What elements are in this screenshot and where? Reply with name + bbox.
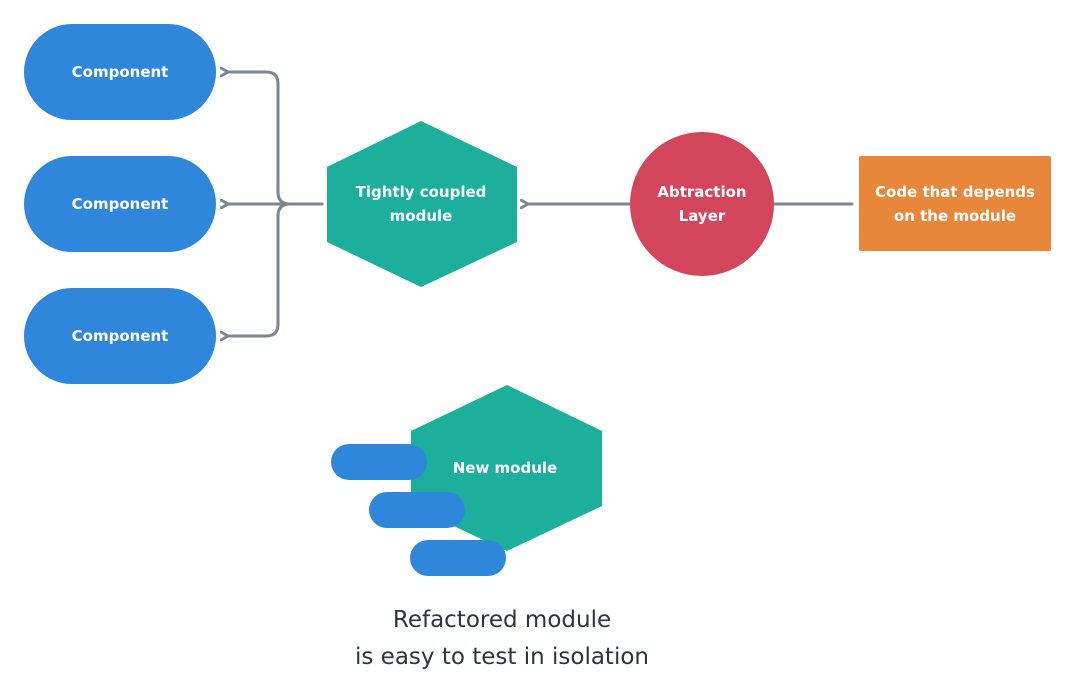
new-module-label: New module: [452, 459, 558, 477]
mini-component-2: [369, 492, 465, 528]
abstraction-layer-circle: [630, 132, 774, 276]
connector-to-component-1: [228, 72, 324, 206]
tightly-coupled-module-hexagon: [327, 121, 517, 287]
caption-line-1: Refactored module: [392, 607, 612, 633]
component-node-1: Component: [24, 24, 216, 120]
caption-line-2: is easy to test in isolation: [355, 644, 649, 670]
tightly-coupled-line-1: Tightly coupled: [355, 183, 487, 201]
mini-component-1: [331, 444, 427, 480]
abstraction-layer-label: Abtraction Layer: [632, 180, 772, 228]
component-node-2: Component: [24, 156, 216, 252]
connector-to-component-3: [228, 202, 324, 336]
component-label: Component: [71, 195, 169, 213]
component-label: Component: [71, 63, 169, 81]
tightly-coupled-line-2: module: [389, 207, 453, 225]
tightly-coupled-module-label: Tightly coupled module: [336, 180, 506, 228]
mini-component-3: [410, 540, 506, 576]
caption: Refactored module is easy to test in iso…: [287, 602, 717, 676]
component-label: Component: [71, 327, 169, 345]
abstraction-line-1: Abtraction: [657, 183, 747, 201]
code-line-2: on the module: [893, 206, 1017, 225]
abstraction-line-2: Layer: [678, 207, 726, 225]
component-node-3: Component: [24, 288, 216, 384]
dependent-code-box: Code that depends on the module: [859, 156, 1051, 251]
code-line-1: Code that depends: [875, 182, 1035, 201]
